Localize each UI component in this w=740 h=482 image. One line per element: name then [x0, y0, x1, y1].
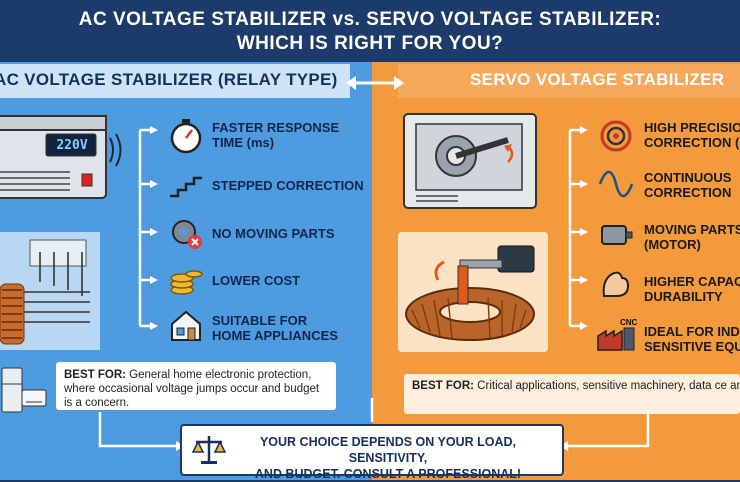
- relay-circuit-illustration: [0, 232, 100, 350]
- header-title-line1: AC VOLTAGE STABILIZER vs. SERVO VOLTAGE …: [78, 9, 662, 30]
- servo-stabilizer-unit-illustration: [403, 113, 537, 209]
- conclusion-box: YOUR CHOICE DEPENDS ON YOUR LOAD, SENSIT…: [180, 424, 564, 481]
- home-appliances-icon: [1, 367, 47, 413]
- right-feature-2-line2: CORRECTION: [644, 185, 732, 200]
- bottom-connector-lines: [98, 398, 650, 451]
- strong-arm-icon: [602, 271, 630, 297]
- right-section-title: SERVO VOLTAGE STABILIZER: [470, 70, 725, 89]
- right-feature-3-line2: (MOTOR): [644, 237, 701, 252]
- header-title-line2: WHICH IS RIGHT FOR YOU?: [236, 33, 504, 54]
- left-feature-4-line1: LOWER COST: [212, 273, 301, 288]
- left-best-for-box: BEST FOR: General home electronic protec…: [56, 362, 336, 410]
- right-feature-2: CONTINUOUS CORRECTION: [644, 170, 731, 200]
- sine-wave-icon: [598, 170, 634, 198]
- left-section-title: AC VOLTAGE STABILIZER (RELAY TYPE): [0, 70, 338, 89]
- right-feature-5: IDEAL FOR INDU SENSITIVE EQU: [644, 324, 740, 354]
- left-feature-3: NO MOVING PARTS: [212, 226, 335, 241]
- right-feature-2-line1: CONTINUOUS: [644, 170, 732, 185]
- left-feature-4: LOWER COST: [212, 273, 300, 288]
- right-feature-5-line1: IDEAL FOR INDU: [644, 324, 740, 339]
- header-banner: AC VOLTAGE STABILIZER vs. SERVO VOLTAGE …: [0, 0, 740, 62]
- right-feature-3: MOVING PARTS (MOTOR): [644, 222, 740, 252]
- right-feature-5-line2: SENSITIVE EQU: [644, 339, 740, 354]
- left-feature-1: FASTER RESPONSE TIME (ms): [212, 120, 339, 150]
- stopwatch-icon: [170, 119, 202, 154]
- right-connector-lines: [568, 126, 588, 330]
- right-title-bar: [398, 64, 740, 98]
- right-best-for-label: BEST FOR:: [412, 380, 474, 392]
- left-feature-2: STEPPED CORRECTION: [212, 178, 364, 193]
- voltage-display-reading: 220V: [56, 138, 88, 153]
- right-feature-1: HIGH PRECISIO CORRECTION (±: [644, 120, 740, 150]
- relay-stabilizer-unit-illustration: [0, 115, 122, 199]
- right-feature-1-line2: CORRECTION (±: [644, 135, 740, 150]
- conclusion-line2: AND BUDGET. CONSULT A PROFESSIONAL!: [254, 467, 522, 481]
- right-feature-4: HIGHER CAPAC DURABILITY: [644, 274, 740, 304]
- steps-icon: [170, 176, 202, 198]
- right-best-for-box: BEST FOR: Critical applications, sensiti…: [404, 374, 740, 414]
- left-connector-lines: [138, 126, 158, 330]
- gear-no-icon: [172, 220, 202, 249]
- left-title-bar: [0, 64, 350, 98]
- left-feature-5-line2: HOME APPLIANCES: [212, 328, 338, 343]
- coins-icon: [170, 270, 203, 295]
- toroidal-coil-motor-illustration: [398, 232, 548, 352]
- right-best-for-text: Critical applications, sensitive machine…: [477, 380, 740, 392]
- left-feature-5-line1: SUITABLE FOR: [212, 313, 308, 328]
- left-feature-5: SUITABLE FOR HOME APPLIANCES: [212, 313, 338, 343]
- right-feature-4-line2: DURABILITY: [644, 289, 723, 304]
- factory-icon: [597, 327, 635, 351]
- right-feature-1-line1: HIGH PRECISIO: [644, 120, 740, 135]
- conclusion-message: YOUR CHOICE DEPENDS ON YOUR LOAD, SENSIT…: [228, 434, 548, 482]
- conclusion-line1: YOUR CHOICE DEPENDS ON YOUR LOAD, SENSIT…: [259, 435, 517, 465]
- left-feature-1-line2: TIME (ms): [212, 135, 275, 150]
- left-feature-3-line1: NO MOVING PARTS: [212, 226, 335, 241]
- double-arrow-icon: [346, 76, 404, 90]
- right-feature-4-line1: HIGHER CAPAC: [644, 274, 740, 289]
- motor-icon: [601, 225, 633, 245]
- left-best-for-label: BEST FOR:: [64, 369, 126, 381]
- left-best-for-text: General home electronic protection, wher…: [64, 369, 320, 409]
- house-icon: [171, 310, 201, 341]
- left-feature-2-line1: STEPPED CORRECTION: [212, 178, 364, 193]
- target-icon: [600, 120, 632, 152]
- cnc-label: CNC: [620, 318, 638, 327]
- left-feature-1-line1: FASTER RESPONSE: [212, 120, 340, 135]
- scales-icon: [191, 436, 227, 464]
- right-feature-3-line1: MOVING PARTS: [644, 222, 740, 237]
